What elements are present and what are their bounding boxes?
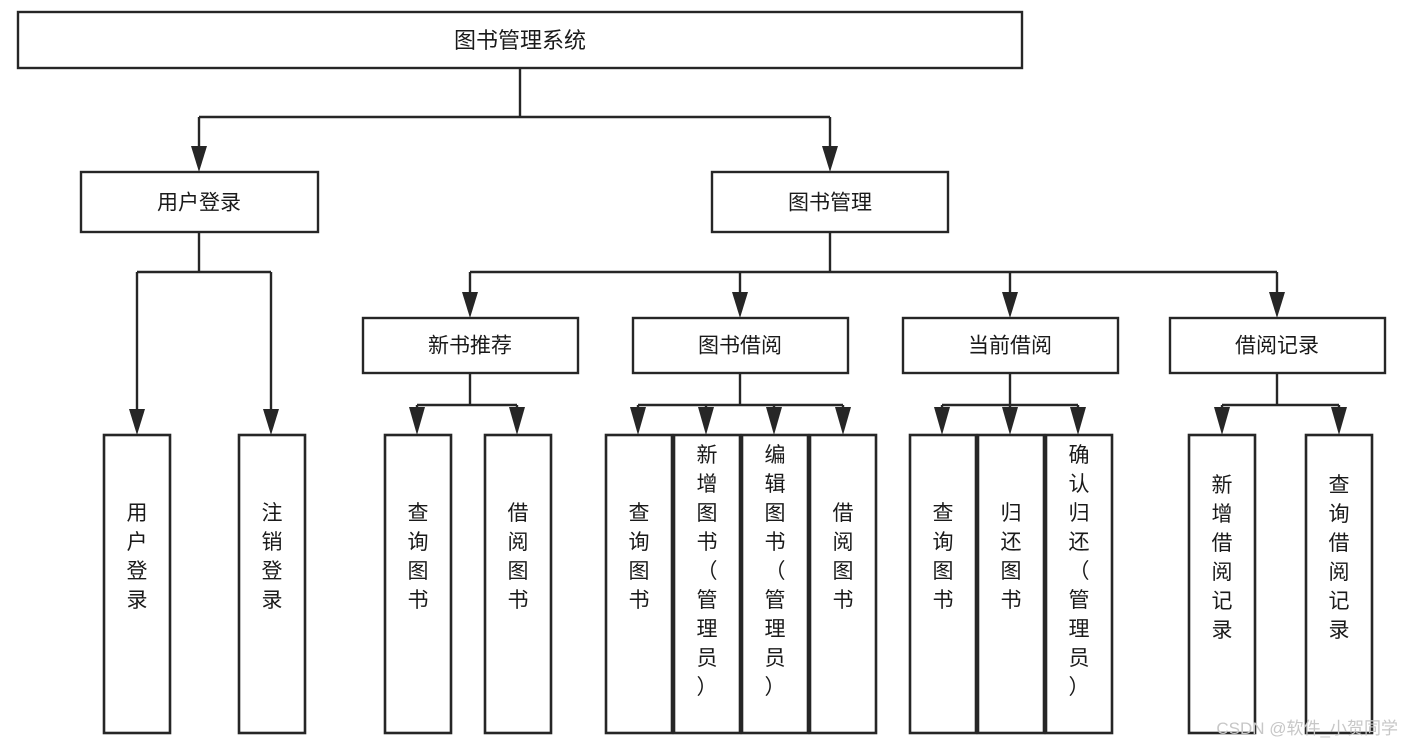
- arrow-leaf-user-logout: [263, 409, 279, 435]
- arrow-to-user-login: [191, 146, 207, 172]
- leaf-node-borrow-book-1-label: 借阅图书: [508, 502, 529, 612]
- node-new-book-recommend[interactable]: 新书推荐: [361, 316, 580, 375]
- node-current-borrow[interactable]: 当前借阅: [901, 316, 1120, 375]
- leaf-node-query-book-3-label: 查询图书: [933, 502, 954, 612]
- leaf-node-borrow-book-2-label: 借阅图书: [833, 502, 854, 612]
- leaf-node-add-book-label: 新增图书（管理员）: [697, 444, 718, 699]
- node-book-borrow-label: 图书借阅: [698, 335, 782, 358]
- arrow-leaf-query-book-2: [630, 407, 646, 435]
- leaf-node-borrow-book-1[interactable]: 借阅图书: [483, 433, 553, 735]
- leaf-node-user-login-label: 用户登录: [127, 502, 148, 612]
- leaf-node-confirm-return-label: 确认归还（管理员）: [1069, 444, 1090, 699]
- arrow-to-book-borrow: [732, 292, 748, 318]
- arrow-leaf-query-book-1: [409, 407, 425, 435]
- arrow-leaf-borrow-book-2: [835, 407, 851, 435]
- node-borrow-record-label: 借阅记录: [1235, 335, 1319, 358]
- leaf-node-add-record-label: 新增借阅记录: [1212, 474, 1233, 642]
- leaf-node-query-book-1-label: 查询图书: [408, 502, 429, 612]
- leaf-node-query-book-2-label: 查询图书: [629, 502, 650, 612]
- arrow-leaf-confirm-return: [1070, 407, 1086, 435]
- arrow-leaf-query-record: [1331, 407, 1347, 435]
- leaf-node-add-book[interactable]: 新增图书（管理员）: [672, 433, 742, 735]
- leaf-node-edit-book-label: 编辑图书（管理员）: [765, 444, 786, 699]
- arrow-leaf-borrow-book-1: [509, 407, 525, 435]
- leaf-node-query-record[interactable]: 查询借阅记录: [1304, 433, 1374, 735]
- arrow-to-new-book-recommend: [462, 292, 478, 318]
- leaf-node-return-book-label: 归还图书: [1001, 502, 1022, 612]
- leaf-node-user-logout[interactable]: 注销登录: [237, 433, 307, 735]
- leaf-node-query-book-1[interactable]: 查询图书: [383, 433, 453, 735]
- arrow-leaf-add-record: [1214, 407, 1230, 435]
- arrow-leaf-edit-book: [766, 407, 782, 435]
- leaf-node-user-login[interactable]: 用户登录: [102, 433, 172, 735]
- leaf-node-user-logout-label: 注销登录: [262, 502, 283, 612]
- arrow-leaf-query-book-3: [934, 407, 950, 435]
- node-new-book-recommend-label: 新书推荐: [428, 335, 512, 358]
- leaf-node-query-book-3[interactable]: 查询图书: [908, 433, 978, 735]
- leaf-node-confirm-return[interactable]: 确认归还（管理员）: [1044, 433, 1114, 735]
- node-book-management-label: 图书管理: [788, 192, 872, 215]
- node-book-management[interactable]: 图书管理: [710, 170, 950, 234]
- csdn-watermark: CSDN @软件_小贺同学: [1216, 719, 1398, 738]
- node-user-login-label: 用户登录: [157, 192, 241, 215]
- connector-layer: [129, 68, 1347, 435]
- node-user-login[interactable]: 用户登录: [79, 170, 320, 234]
- node-book-borrow[interactable]: 图书借阅: [631, 316, 850, 375]
- arrow-leaf-add-book: [698, 407, 714, 435]
- node-current-borrow-label: 当前借阅: [968, 335, 1052, 358]
- node-root-label: 图书管理系统: [454, 28, 586, 53]
- leaf-node-borrow-book-2[interactable]: 借阅图书: [808, 433, 878, 735]
- leaf-node-edit-book[interactable]: 编辑图书（管理员）: [740, 433, 810, 735]
- node-root[interactable]: 图书管理系统: [16, 10, 1024, 70]
- arrow-to-current-borrow: [1002, 292, 1018, 318]
- leaf-layer: 用户登录 注销登录 查询图书 借阅图书 查询图书 新增图书: [102, 433, 1374, 735]
- arrow-to-book-management: [822, 146, 838, 172]
- leaf-node-add-record[interactable]: 新增借阅记录: [1187, 433, 1257, 735]
- arrow-leaf-return-book: [1002, 407, 1018, 435]
- leaf-node-return-book[interactable]: 归还图书: [976, 433, 1046, 735]
- node-borrow-record[interactable]: 借阅记录: [1168, 316, 1387, 375]
- arrow-to-borrow-record: [1269, 292, 1285, 318]
- arrow-leaf-user-login: [129, 409, 145, 435]
- leaf-node-query-record-label: 查询借阅记录: [1329, 474, 1350, 642]
- leaf-node-query-book-2[interactable]: 查询图书: [604, 433, 674, 735]
